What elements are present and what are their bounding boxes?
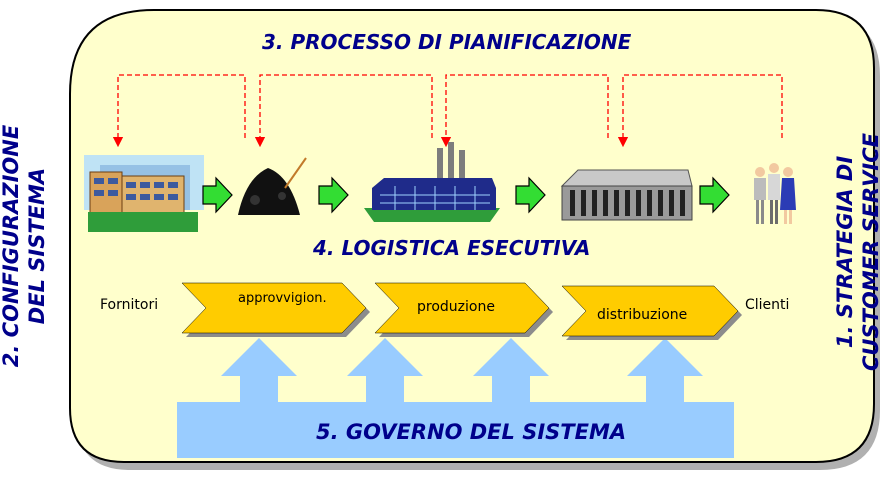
right-vertical-line2: CUSTOMER SERVICE xyxy=(859,133,883,371)
flow-arrow-2 xyxy=(318,176,349,214)
left-vertical-line2: DEL SISTEMA xyxy=(25,167,49,325)
title-system-governance: 5. GOVERNO DEL SISTEMA xyxy=(316,420,627,444)
step-label-produzione: produzione xyxy=(417,299,495,315)
offices-building-picture xyxy=(84,155,204,232)
left-vertical-title: 2. CONFIGURAZIONE DEL SISTEMA xyxy=(0,121,52,371)
step-label-distribuzione: distribuzione xyxy=(597,307,688,323)
governance-arrow-1 xyxy=(221,338,297,404)
title-execution-logistics: 4. LOGISTICA ESECUTIVA xyxy=(313,236,591,260)
governance-arrow-4 xyxy=(627,338,703,404)
chevron-approvvigionamento xyxy=(181,282,367,334)
left-vertical-line1: 2. CONFIGURAZIONE xyxy=(0,124,23,368)
title-planning-process: 3. PROCESSO DI PIANIFICAZIONE xyxy=(262,30,632,54)
flow-arrows xyxy=(202,176,730,214)
governance-bar xyxy=(177,402,734,458)
planning-link-3 xyxy=(440,74,609,148)
planning-links xyxy=(112,74,783,148)
suppliers-label: Fornitori xyxy=(100,297,159,313)
right-vertical-line1: 1. STRATEGIA DI xyxy=(833,155,857,349)
flow-arrow-4 xyxy=(699,176,730,214)
governance-arrow-2 xyxy=(347,338,423,404)
right-vertical-title: 1. STRATEGIA DI CUSTOMER SERVICE xyxy=(832,127,883,377)
flow-arrow-3 xyxy=(515,176,546,214)
customers-picture xyxy=(754,163,796,224)
raw-material-heap-picture xyxy=(238,157,307,215)
governance-arrows xyxy=(177,338,734,458)
planning-link-2 xyxy=(254,74,433,148)
factory-picture xyxy=(364,142,500,222)
warehouse-picture xyxy=(560,169,693,221)
step-label-approvvigionamento: approvvigion. xyxy=(238,291,327,306)
chevron-produzione xyxy=(374,282,550,334)
customers-label: Clienti xyxy=(745,297,790,313)
governance-arrow-3 xyxy=(473,338,549,404)
process-chain xyxy=(181,282,742,340)
flow-arrow-1 xyxy=(202,176,233,214)
chevron-distribuzione xyxy=(561,285,739,337)
